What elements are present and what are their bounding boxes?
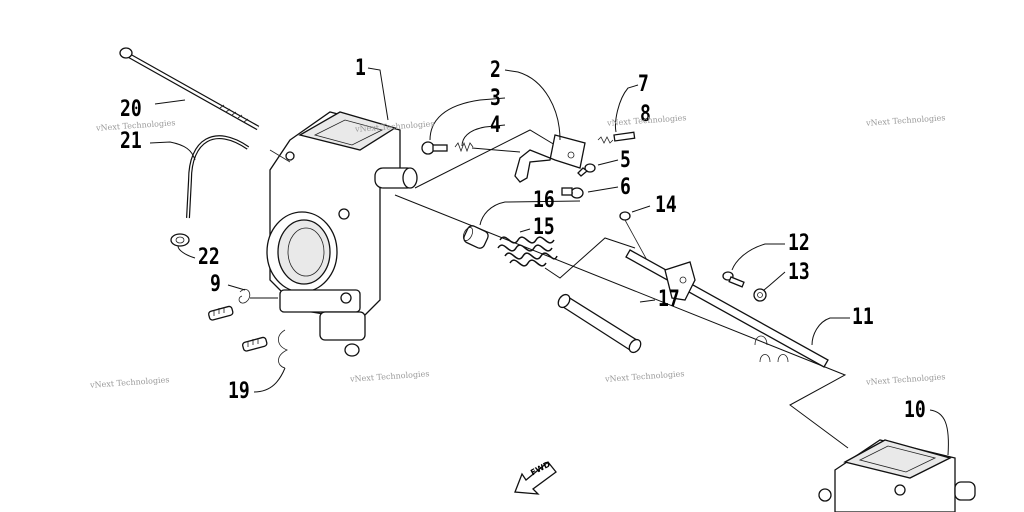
callout-11: 11: [852, 305, 874, 330]
forward-arrow-icon: [514, 461, 557, 495]
callout-4: 4: [490, 113, 501, 138]
callout-22: 22: [198, 245, 220, 270]
callout-20: 20: [120, 97, 142, 122]
callout-13: 13: [788, 260, 810, 285]
callout-14: 14: [655, 193, 677, 218]
shaft-screw-part: [619, 211, 649, 263]
callout-6: 6: [620, 175, 631, 200]
guide-line-spring: [544, 237, 636, 279]
long-bolt-part: [119, 47, 260, 131]
callout-3: 3: [490, 86, 501, 111]
guide-line-upper: [414, 129, 556, 189]
callout-9: 9: [210, 272, 221, 297]
bracket-screw-part: [577, 163, 596, 177]
callout-7: 7: [638, 72, 649, 97]
adjust-screw-part: [421, 141, 448, 155]
connector-tube-part: [557, 293, 642, 354]
lever-screw-part: [722, 271, 745, 288]
callout-8: 8: [640, 102, 651, 127]
callout-15: 15: [533, 215, 555, 240]
callout-5: 5: [620, 148, 631, 173]
throttle-bracket-part: [514, 134, 586, 183]
cable-adjuster-part: [597, 131, 636, 144]
guide-line-main: [394, 194, 849, 449]
callout-16: 16: [533, 188, 555, 213]
callout-21: 21: [120, 129, 142, 154]
wire-clip-part: [278, 329, 288, 369]
collar-part: [462, 225, 489, 249]
callout-10: 10: [904, 398, 926, 423]
callout-19: 19: [228, 379, 250, 404]
throttle-spring-part: [497, 236, 558, 267]
callout-2: 2: [490, 58, 501, 83]
carburetor-body-part: [266, 111, 418, 357]
mount-screw-upper-part: [208, 305, 234, 321]
nut-part: [753, 288, 767, 302]
pan-screw-part: [561, 187, 584, 199]
callout-12: 12: [788, 231, 810, 256]
mount-screw-lower-part: [242, 336, 268, 352]
clip-part: [238, 288, 278, 304]
clamp-part: [170, 233, 190, 247]
small-spring-part: [454, 141, 474, 153]
throttle-shaft-part: [625, 249, 829, 368]
carburetor-secondary-part: [818, 439, 976, 512]
callout-17: 17: [658, 287, 680, 312]
callout-1: 1: [355, 56, 366, 81]
